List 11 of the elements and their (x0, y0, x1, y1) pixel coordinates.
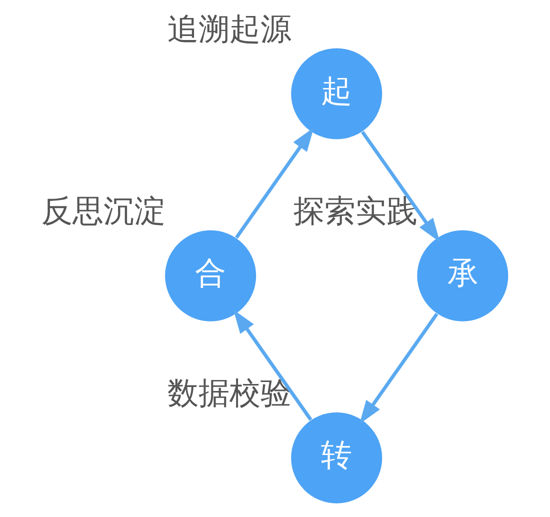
node-label: 数据校验 (167, 374, 292, 411)
node-circle: 承 (417, 230, 508, 321)
node-circle: 转 (291, 412, 382, 503)
arrow (361, 130, 440, 242)
arrow (234, 127, 314, 238)
node-circle: 合 (165, 230, 256, 321)
arrow (359, 312, 438, 424)
node-label: 追溯起源 (167, 10, 292, 47)
arrow (233, 309, 312, 420)
node-label: 反思沉淀 (41, 192, 166, 229)
node-circle: 起 (291, 48, 382, 139)
